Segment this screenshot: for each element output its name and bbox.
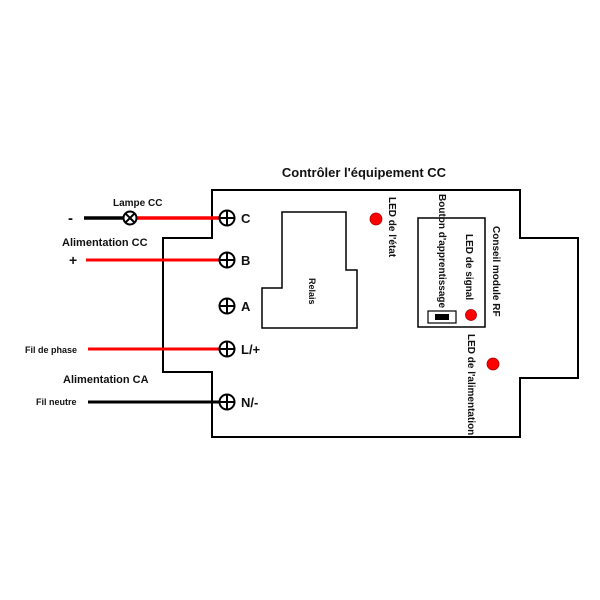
status-led bbox=[369, 212, 383, 226]
rf-module-board bbox=[417, 217, 486, 328]
controller-enclosure bbox=[162, 189, 579, 438]
terminal-b-label: B bbox=[241, 253, 250, 268]
learn-button[interactable] bbox=[427, 310, 457, 324]
terminal-a[interactable] bbox=[218, 297, 236, 315]
power-led-label: LED de l'alimentation bbox=[465, 334, 476, 435]
lamp-label: Lampe CC bbox=[113, 198, 162, 209]
signal-led-label: LED de signal bbox=[463, 234, 474, 300]
terminal-c-label: C bbox=[241, 211, 251, 226]
terminal-n[interactable] bbox=[218, 393, 236, 411]
ac-supply-label: Alimentation CA bbox=[63, 374, 149, 386]
terminal-b[interactable] bbox=[218, 251, 236, 269]
power-led bbox=[486, 357, 500, 371]
relay-outline bbox=[261, 211, 358, 329]
signal-led bbox=[465, 309, 477, 321]
learn-button-label: Bouton d'apprentissage bbox=[436, 194, 447, 308]
neutral-wire-label: Fil neutre bbox=[36, 397, 77, 407]
plus-sign: + bbox=[69, 252, 77, 268]
diagram-title: Contrôler l'équipement CC bbox=[282, 165, 447, 180]
status-led-label: LED de l'état bbox=[386, 197, 397, 258]
terminal-a-label: A bbox=[241, 299, 251, 314]
terminal-n-label: N/- bbox=[241, 395, 258, 410]
terminal-c[interactable] bbox=[218, 209, 236, 227]
relay-label: Relais bbox=[307, 278, 317, 305]
terminal-l[interactable] bbox=[218, 340, 236, 358]
rf-module-label: Conseil module RF bbox=[490, 226, 501, 317]
dc-supply-label: Alimentation CC bbox=[62, 237, 148, 249]
terminal-l-label: L/+ bbox=[241, 342, 261, 357]
dc-lamp-icon bbox=[122, 210, 138, 226]
minus-sign: - bbox=[68, 210, 73, 227]
phase-wire-label: Fil de phase bbox=[25, 345, 77, 355]
